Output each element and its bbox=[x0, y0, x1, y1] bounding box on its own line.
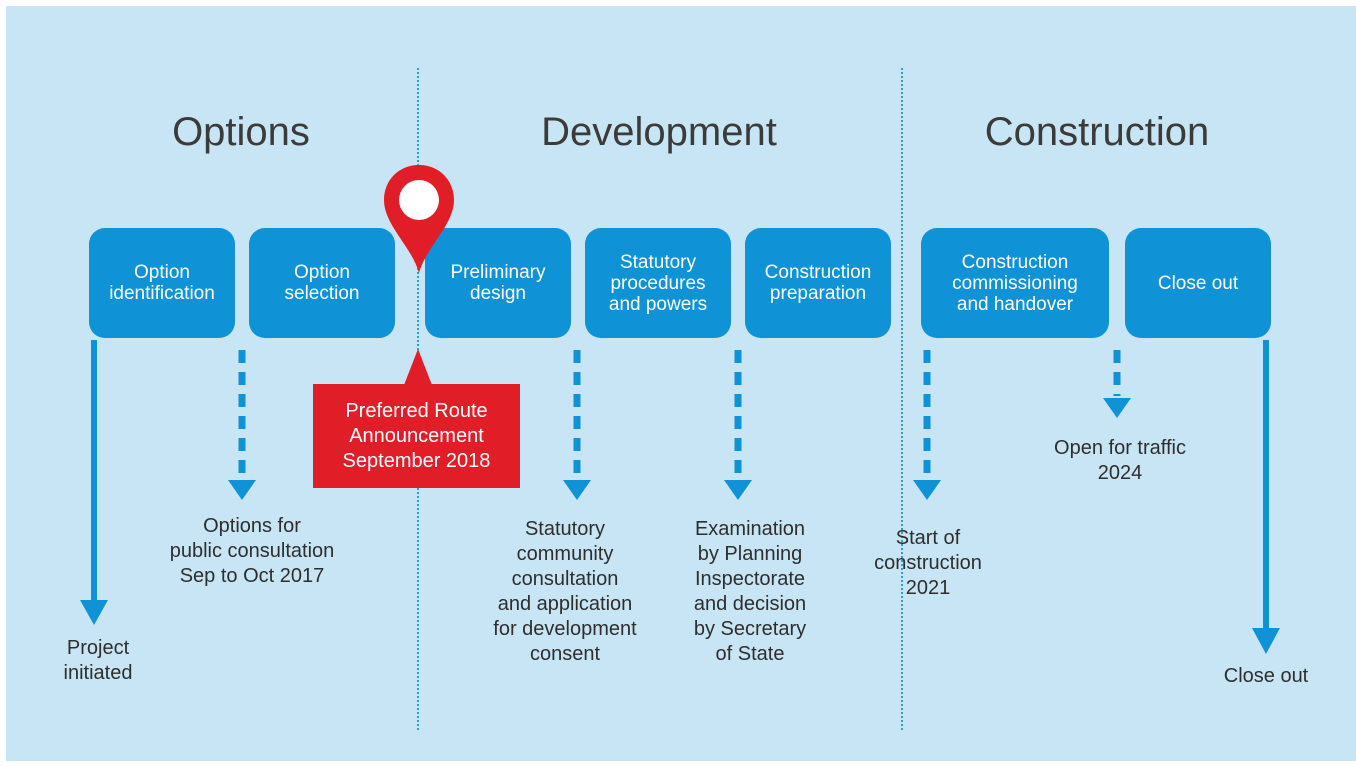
step-label: Close out bbox=[1157, 272, 1239, 294]
step-label: Option identification bbox=[109, 262, 215, 304]
step-label: Statutory procedures and powers bbox=[608, 251, 708, 315]
milestone-project-initiated: Project initiated bbox=[63, 637, 133, 684]
map-pin-icon bbox=[384, 165, 454, 273]
arrow-open-traffic bbox=[1103, 350, 1131, 418]
phase-construction-heading: Construction bbox=[984, 110, 1210, 154]
phase-development-heading: Development bbox=[541, 110, 777, 154]
milestone-statutory-consultation: Statutory community consultation and app… bbox=[493, 518, 637, 665]
diagram-canvas bbox=[6, 6, 1356, 761]
step-statutory-procedures: Statutory procedures and powers bbox=[585, 228, 731, 338]
step-construction-preparation: Construction preparation bbox=[745, 228, 891, 338]
phase-options-heading: Options bbox=[172, 110, 310, 154]
arrow-close-out bbox=[1252, 340, 1280, 654]
callout-pointer bbox=[404, 349, 432, 385]
milestone-open-traffic: Open for traffic 2024 bbox=[1054, 437, 1186, 484]
arrow-options-consultation bbox=[228, 350, 256, 500]
milestone-examination: Examination by Planning Inspectorate and… bbox=[693, 518, 807, 665]
preferred-route-callout: Preferred Route Announcement September 2… bbox=[313, 384, 520, 488]
milestone-close-out: Close out bbox=[1223, 665, 1309, 687]
step-label: Preliminary design bbox=[450, 262, 546, 304]
step-construction-commissioning: Construction commissioning and handover bbox=[921, 228, 1109, 338]
arrow-statutory-consultation bbox=[563, 350, 591, 500]
arrow-project-initiated bbox=[80, 340, 108, 625]
divider-development-construction bbox=[901, 68, 903, 730]
arrow-examination bbox=[724, 350, 752, 500]
step-close-out: Close out bbox=[1125, 228, 1271, 338]
milestone-start-construction: Start of construction 2021 bbox=[874, 527, 982, 599]
step-label: Construction commissioning and handover bbox=[952, 251, 1078, 315]
step-option-identification: Option identification bbox=[89, 228, 235, 338]
step-option-selection: Option selection bbox=[249, 228, 395, 338]
step-label: Option selection bbox=[284, 262, 360, 304]
step-label: Construction preparation bbox=[764, 262, 872, 304]
arrow-start-construction bbox=[913, 350, 941, 500]
step-preliminary-design: Preliminary design bbox=[425, 228, 571, 338]
milestone-options-consultation: Options for public consultation Sep to O… bbox=[169, 515, 335, 587]
